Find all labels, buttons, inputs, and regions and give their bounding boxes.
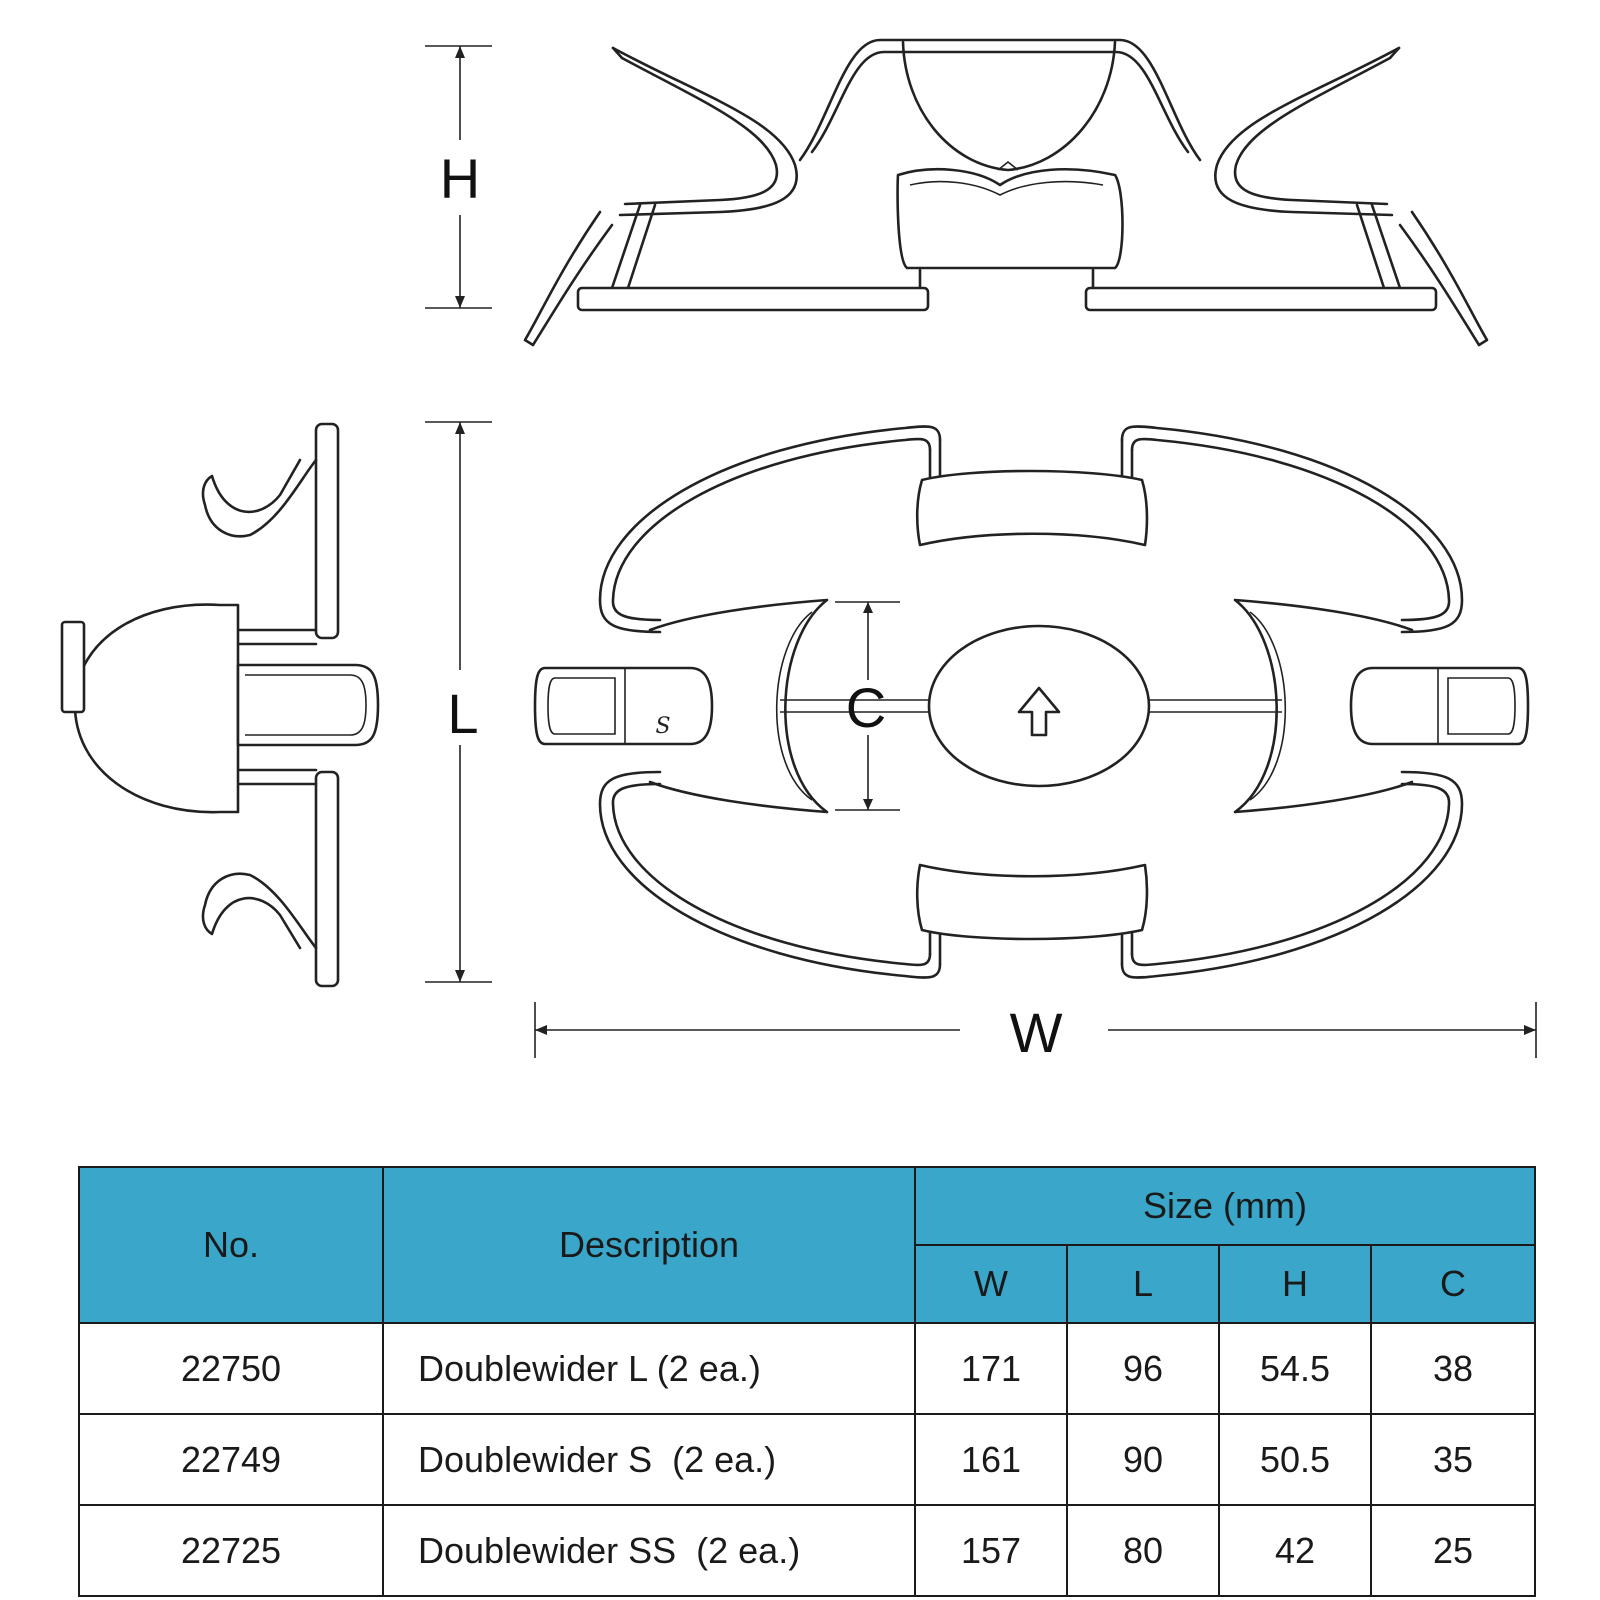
brand-mark: S: [655, 714, 670, 739]
cell-description: Doublewider S (2 ea.): [382, 1413, 916, 1506]
cell-no: 22725: [78, 1504, 384, 1597]
header-l: L: [1066, 1244, 1220, 1324]
table-row: 22750 Doublewider L (2 ea.) 171 96 54.5 …: [78, 1322, 1536, 1415]
table-subheader-row: W L H C: [79, 1244, 1536, 1324]
cell-description: Doublewider L (2 ea.): [382, 1322, 916, 1415]
cell-w: 157: [914, 1504, 1068, 1597]
cell-h: 50.5: [1218, 1413, 1372, 1506]
cell-no: 22750: [78, 1322, 384, 1415]
w-dimension: W: [534, 1001, 1537, 1064]
front-view: [523, 38, 1489, 347]
side-view: [60, 422, 380, 988]
cell-h: 42: [1218, 1504, 1372, 1597]
header-size-group: Size (mm): [914, 1166, 1536, 1246]
header-no: No.: [78, 1166, 384, 1324]
cell-l: 90: [1066, 1413, 1220, 1506]
cell-l: 80: [1066, 1504, 1220, 1597]
header-h: H: [1218, 1244, 1372, 1324]
h-dimension: H: [425, 45, 492, 309]
technical-drawing: H: [60, 38, 1537, 1064]
table-row: 22725 Doublewider SS (2 ea.) 157 80 42 2…: [78, 1504, 1536, 1597]
l-dimension-label: L: [447, 682, 478, 745]
cell-w: 161: [914, 1413, 1068, 1506]
cell-no: 22749: [78, 1413, 384, 1506]
table-row: 22749 Doublewider S (2 ea.) 161 90 50.5 …: [78, 1413, 1536, 1506]
cell-description: Doublewider SS (2 ea.): [382, 1504, 916, 1597]
header-c: C: [1370, 1244, 1536, 1324]
cell-l: 96: [1066, 1322, 1220, 1415]
cell-c: 35: [1370, 1413, 1536, 1506]
h-dimension-label: H: [440, 147, 480, 210]
cell-c: 25: [1370, 1504, 1536, 1597]
w-dimension-label: W: [1010, 1001, 1063, 1064]
header-w: W: [914, 1244, 1068, 1324]
size-table: No. Description Size (mm) W L H C 22750 …: [78, 1166, 1536, 1597]
top-view: S: [533, 425, 1530, 979]
header-description: Description: [382, 1166, 916, 1324]
l-dimension: L: [425, 421, 492, 983]
table-header-row: No. Description Size (mm): [78, 1166, 1536, 1324]
cell-c: 38: [1370, 1322, 1536, 1415]
c-dimension: C: [835, 601, 900, 811]
cell-h: 54.5: [1218, 1322, 1372, 1415]
c-dimension-label: C: [846, 676, 886, 739]
cell-w: 171: [914, 1322, 1068, 1415]
